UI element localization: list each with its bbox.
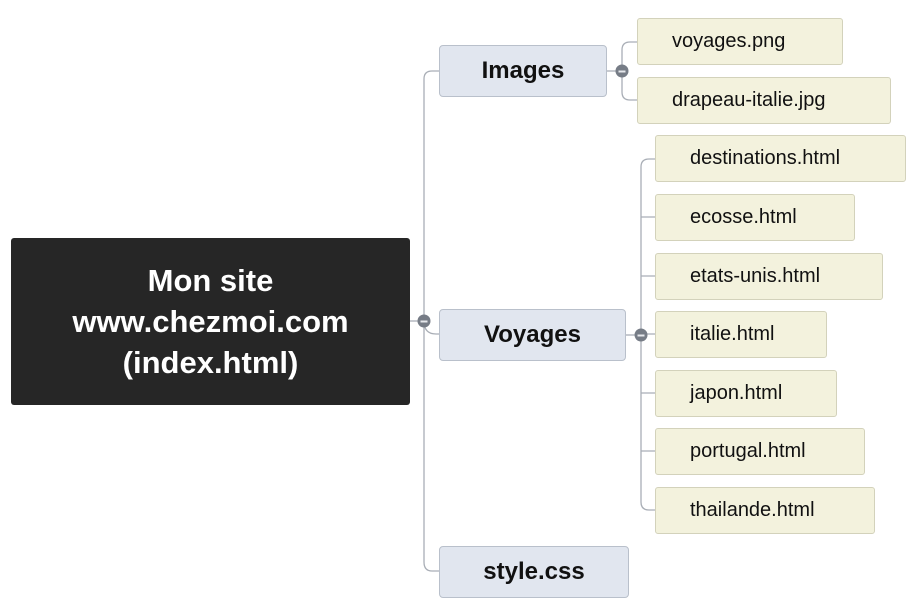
node-label: etats-unis.html bbox=[690, 265, 821, 287]
node-style-css[interactable]: style.css bbox=[439, 546, 629, 598]
node-label: japon.html bbox=[690, 382, 783, 404]
leaf-voyages-png[interactable]: voyages.png bbox=[637, 18, 843, 65]
node-label: voyages.png bbox=[672, 30, 786, 52]
node-voyages[interactable]: Voyages bbox=[439, 309, 626, 361]
leaf-thailande[interactable]: thailande.html bbox=[655, 487, 875, 534]
node-label: Images bbox=[481, 57, 565, 84]
node-label: drapeau-italie.jpg bbox=[672, 89, 826, 111]
node-label: thailande.html bbox=[690, 499, 815, 521]
node-label: italie.html bbox=[690, 323, 775, 345]
root-title: Mon site bbox=[147, 263, 274, 298]
node-label: style.css bbox=[483, 558, 585, 585]
node-images[interactable]: Images bbox=[439, 45, 607, 97]
leaf-drapeau-italie[interactable]: drapeau-italie.jpg bbox=[637, 77, 891, 124]
leaf-ecosse[interactable]: ecosse.html bbox=[655, 194, 855, 241]
leaf-portugal[interactable]: portugal.html bbox=[655, 428, 865, 475]
leaf-etats-unis[interactable]: etats-unis.html bbox=[655, 253, 883, 300]
root-file: (index.html) bbox=[122, 345, 299, 380]
node-label: ecosse.html bbox=[690, 206, 797, 228]
node-label: Voyages bbox=[484, 321, 581, 348]
leaf-japon[interactable]: japon.html bbox=[655, 370, 837, 417]
leaf-destinations[interactable]: destinations.html bbox=[655, 135, 906, 182]
leaf-italie[interactable]: italie.html bbox=[655, 311, 827, 358]
root-node[interactable]: Mon site www.chezmoi.com (index.html) bbox=[11, 238, 410, 405]
node-label: portugal.html bbox=[690, 440, 806, 462]
collapse-images-icon[interactable] bbox=[615, 64, 629, 78]
collapse-voyages-icon[interactable] bbox=[634, 328, 648, 342]
root-url: www.chezmoi.com bbox=[72, 304, 349, 339]
collapse-root-icon[interactable] bbox=[417, 314, 431, 328]
node-label: destinations.html bbox=[690, 147, 841, 169]
